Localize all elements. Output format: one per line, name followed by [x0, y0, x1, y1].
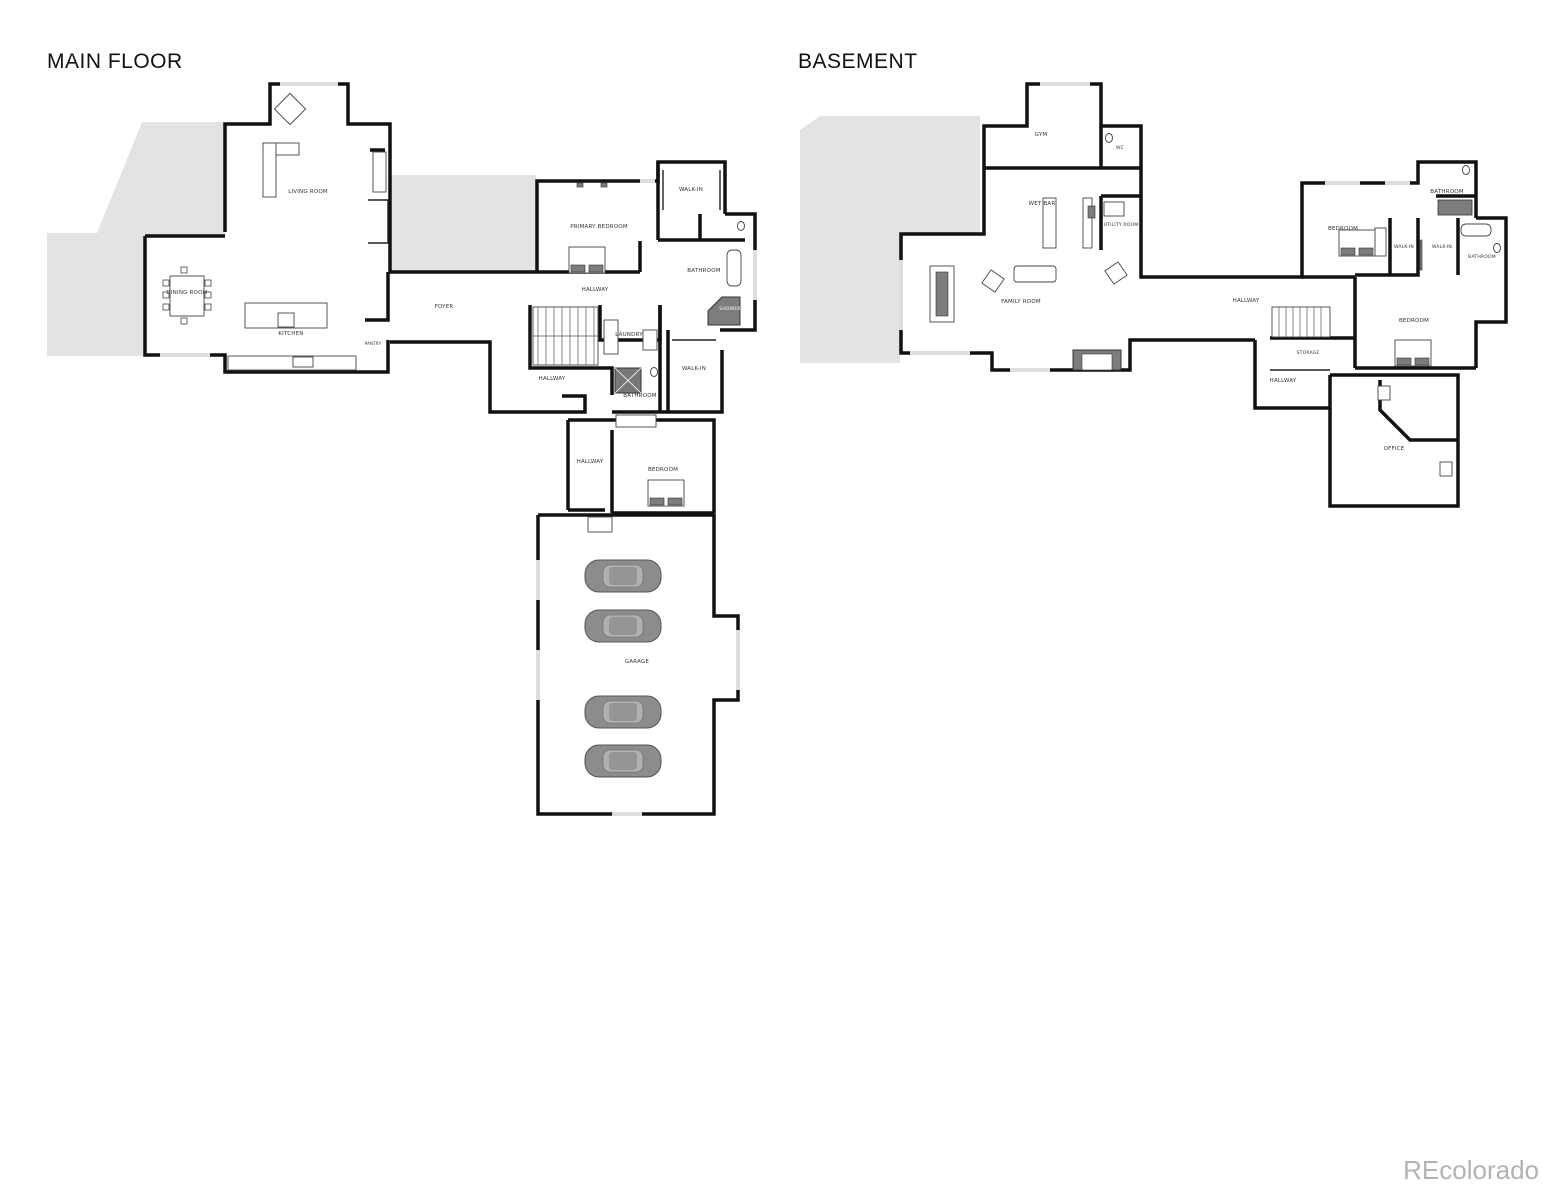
- toilet-icon: [1462, 165, 1470, 175]
- room-label-bedroom-1: BEDROOM: [1328, 226, 1358, 232]
- room-label-walkin-lower: WALK-IN: [682, 366, 706, 372]
- toilet-icon: [650, 367, 658, 377]
- room-label-garage: GARAGE: [625, 659, 650, 665]
- room-label-walkin-top: WALK-IN: [679, 187, 703, 193]
- room-label-hallway-lower: HALLWAY: [577, 459, 604, 465]
- toilet-icon: [1493, 243, 1501, 253]
- basement-earth-area: [800, 116, 980, 363]
- main-patio-area: [390, 175, 536, 273]
- bed-icon: [1338, 229, 1376, 257]
- basement-plan: GYM WC WET BAR UTILITY ROOM FAMILY ROOM …: [800, 82, 1508, 508]
- room-label-bathroom-primary: BATHROOM: [687, 268, 720, 274]
- room-label-hallway: HALLWAY: [1233, 298, 1260, 304]
- room-label-bathroom-lower: BATHROOM: [623, 393, 656, 399]
- room-label-family: FAMILY ROOM: [1001, 299, 1041, 305]
- room-label-wet-bar: WET BAR: [1029, 201, 1056, 207]
- sofa-icon: [1013, 265, 1057, 283]
- bed-icon: [1394, 339, 1432, 367]
- bathtub-icon: [726, 249, 742, 287]
- bathtub-icon: [1460, 223, 1492, 237]
- room-label-walkin-2: WALK-IN: [1432, 244, 1452, 250]
- basement-title: BASEMENT: [798, 50, 918, 73]
- room-label-storage: STORAGE: [1297, 350, 1320, 356]
- car-icon: [584, 609, 662, 643]
- toilet-icon: [1105, 133, 1113, 143]
- main-deck-area: [47, 122, 225, 356]
- car-icon: [584, 744, 662, 778]
- bed-icon: [647, 479, 685, 507]
- main-west-wall: [223, 82, 537, 274]
- watermark-logo: REcolorado: [1403, 1155, 1539, 1185]
- stairs-icon: [1271, 306, 1331, 338]
- room-label-pantry: PANTRY: [365, 341, 382, 346]
- room-label-utility: UTILITY ROOM: [1104, 222, 1139, 228]
- main-floor-title: MAIN FLOOR: [47, 50, 183, 73]
- room-label-bathroom-2: BATHROOM: [1468, 254, 1496, 260]
- room-label-hallway-top: HALLWAY: [582, 287, 609, 293]
- main-floor-plan: LIVING ROOM DINING ROOM KITCHEN PANTRY F…: [47, 82, 757, 816]
- room-label-bedroom-2: BEDROOM: [1399, 318, 1429, 324]
- room-label-primary-bedroom: PRIMARY BEDROOM: [570, 224, 628, 230]
- room-label-living: LIVING ROOM: [288, 189, 328, 195]
- room-label-gym: GYM: [1035, 132, 1048, 138]
- room-label-foyer: FOYER: [435, 304, 454, 310]
- car-icon: [584, 559, 662, 593]
- room-label-dining: DINING ROOM: [166, 290, 207, 296]
- room-label-hallway-small: HALLWAY: [1270, 378, 1297, 384]
- room-label-kitchen: KITCHEN: [278, 331, 303, 337]
- room-label-bedroom: BEDROOM: [648, 467, 678, 473]
- table-icon: [169, 275, 205, 317]
- room-label-office: OFFICE: [1384, 446, 1405, 452]
- room-label-walkin-1: WALK-IN: [1394, 244, 1414, 250]
- room-label-hallway-mid: HALLWAY: [539, 376, 566, 382]
- room-label-wc: WC: [1116, 145, 1124, 151]
- toilet-icon: [737, 221, 745, 231]
- bed-icon: [568, 246, 606, 274]
- room-label-bathroom-top: BATHROOM: [1430, 189, 1463, 195]
- car-icon: [584, 695, 662, 729]
- room-label-laundry: LAUNDRY: [615, 332, 643, 338]
- garage-walls: [536, 513, 740, 816]
- room-label-shower: SHOWER: [719, 306, 740, 312]
